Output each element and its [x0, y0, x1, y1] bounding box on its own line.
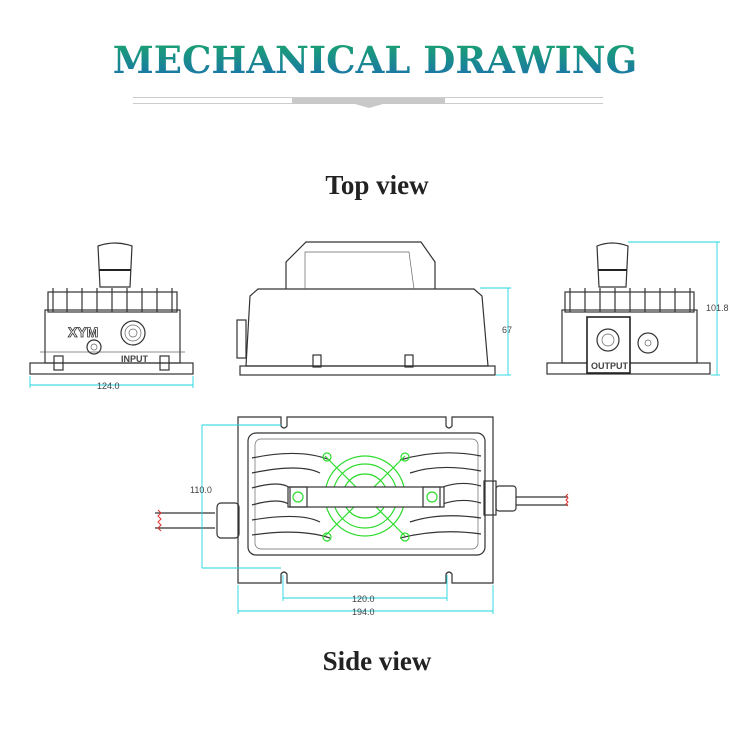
dimension-depth: 110.0: [190, 485, 212, 495]
output-connector-icon: [586, 316, 631, 374]
dimension-hole-spacing: 120.0: [352, 594, 375, 604]
title-divider-top: [133, 97, 603, 98]
front-view-input: XYM INPUT 124.0: [29, 242, 194, 391]
dimension-length-total: 194.0: [352, 607, 375, 617]
antenna-icon: [596, 242, 629, 288]
title-divider-pointer: [355, 104, 383, 108]
dimension-height-total: 101.8: [706, 303, 729, 313]
top-view-heading: Top view: [325, 170, 429, 200]
handle: [287, 486, 445, 508]
input-connector-icon: [120, 320, 146, 346]
brand-logo: XYM: [68, 324, 98, 340]
side-view-heading: Side view: [322, 646, 432, 676]
input-label: INPUT: [121, 354, 149, 364]
front-view-output: OUTPUT 101.8: [546, 241, 729, 376]
page-title: MECHANICAL DRAWING: [0, 38, 750, 82]
dimension-width-front: 124.0: [97, 381, 120, 391]
dimension-height-body: 67: [502, 325, 512, 335]
side-elevation-view: 67: [236, 241, 512, 376]
plan-view: 110.0 120.0 194.0: [155, 416, 569, 617]
title-divider-tab: [292, 98, 445, 104]
antenna-icon: [97, 242, 133, 288]
output-label: OUTPUT: [591, 361, 629, 371]
